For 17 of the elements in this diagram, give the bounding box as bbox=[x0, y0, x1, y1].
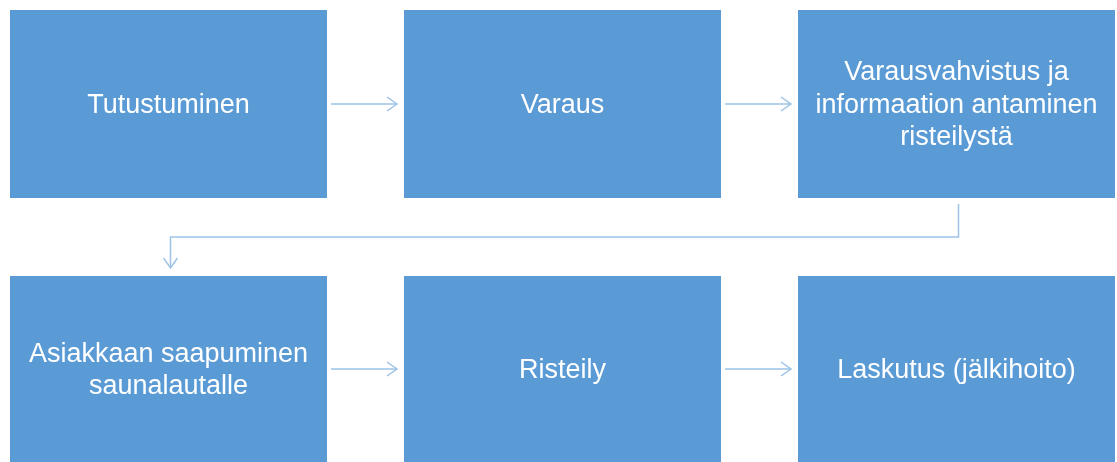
arrow bbox=[724, 361, 792, 377]
step-label: Laskutus (jälkihoito) bbox=[837, 352, 1076, 386]
process-box bbox=[10, 276, 327, 462]
arrow bbox=[330, 361, 398, 377]
process-box bbox=[10, 10, 327, 198]
step-label: Risteily bbox=[519, 352, 606, 386]
arrow bbox=[330, 96, 398, 112]
process-box bbox=[798, 10, 1115, 198]
step-label: Tutustuminen bbox=[87, 87, 250, 121]
process-box bbox=[404, 10, 721, 198]
step-label: Asiakkaan saapuminen saunalautalle bbox=[27, 336, 310, 402]
arrow bbox=[724, 96, 792, 112]
arrow bbox=[162, 203, 960, 269]
process-box bbox=[798, 276, 1115, 462]
process-box bbox=[404, 276, 721, 462]
step-label: Varaus bbox=[520, 87, 605, 121]
step-label: Varausvahvistus ja informaation antaminen risteilystä bbox=[814, 55, 1099, 153]
